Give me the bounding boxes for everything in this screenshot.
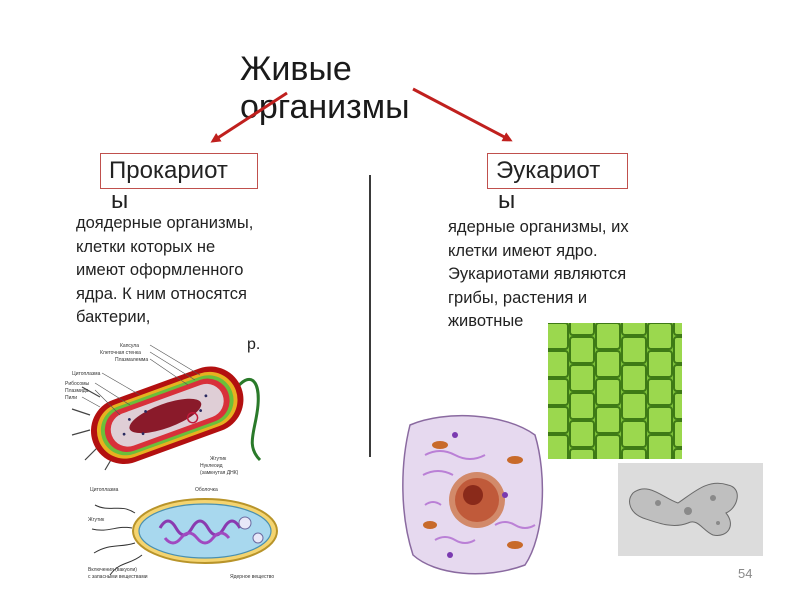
desc-line: клетки которых не <box>76 236 316 260</box>
eukaryotes-label-wrap: ы <box>498 186 515 216</box>
plant-cell <box>596 323 620 349</box>
plant-cell <box>548 435 568 459</box>
plant-cell <box>596 407 620 433</box>
plant-cells-image <box>548 323 682 459</box>
arrow-to-prokaryotes <box>213 93 287 141</box>
plant-cell <box>596 351 620 377</box>
plant-cell <box>622 449 646 459</box>
plant-cell <box>674 337 682 363</box>
plant-cell <box>648 351 672 377</box>
vertical-divider <box>369 175 371 457</box>
eukaryotes-box: Эукариот ы <box>487 153 628 189</box>
desc-line: доядерные организмы, <box>76 212 316 236</box>
plant-cell <box>622 393 646 419</box>
prokaryotes-description: доядерные организмы, клетки которых не и… <box>76 212 316 330</box>
plant-cell <box>674 421 682 447</box>
plant-cell <box>548 323 568 349</box>
label-flagellum: Жгутик <box>210 456 227 462</box>
plant-cell <box>648 435 672 459</box>
desc-line: клетки имеют ядро. <box>448 240 708 264</box>
plant-cell <box>674 393 682 419</box>
plant-cell <box>648 379 672 405</box>
bacterium-cross-section: Цитоплазма Оболочка Жгутик Включения (ва… <box>80 483 300 583</box>
label2-nuclear: Ядерное вещество <box>230 574 274 580</box>
bacterium-diagram: Капсула Клеточная стенка Плазмалемма Цит… <box>60 335 275 485</box>
plant-cell <box>570 365 594 391</box>
plant-cell <box>622 337 646 363</box>
label-cytoplasm: Цитоплазма <box>72 371 101 377</box>
plant-cell <box>622 365 646 391</box>
desc-line: ядра. К ним относятся <box>76 283 316 307</box>
plant-cell <box>570 421 594 447</box>
label-pili: Пили <box>65 395 77 401</box>
amoeba-image <box>618 463 763 556</box>
label-membrane: Плазмалемма <box>115 357 148 363</box>
label-ribosomes: Рибосомы <box>65 381 90 387</box>
plant-cell <box>674 449 682 459</box>
label-cell-wall: Клеточная стенка <box>100 350 141 356</box>
plant-cell <box>674 323 682 335</box>
eukaryotes-description: ядерные организмы, их клетки имеют ядро.… <box>448 216 708 334</box>
label2-shell: Оболочка <box>195 487 218 493</box>
plant-cell <box>548 351 568 377</box>
plant-cell <box>622 323 646 335</box>
plant-cell <box>596 379 620 405</box>
plant-cell <box>674 365 682 391</box>
label2-cytoplasm: Цитоплазма <box>90 487 119 493</box>
plant-cell <box>570 449 594 459</box>
desc-line: бактерии, <box>76 306 316 330</box>
plant-cell <box>570 337 594 363</box>
label-nucleoid-note: (замкнутая ДНК) <box>200 470 239 476</box>
label-plasmid: Плазмида <box>65 388 89 394</box>
prokaryotes-label: Прокариот <box>109 157 228 184</box>
label2-inclusions-note: с запасными веществами <box>88 574 148 580</box>
label-nucleoid: Нуклеоид <box>200 463 223 469</box>
plant-cell <box>570 393 594 419</box>
arrow-to-eukaryotes <box>413 89 510 140</box>
label-capsule: Капсула <box>120 343 139 349</box>
plant-cell <box>570 323 594 335</box>
plant-cell <box>622 421 646 447</box>
plant-cell <box>648 323 672 349</box>
desc-line: грибы, растения и <box>448 287 708 311</box>
eukaryotes-label: Эукариот <box>496 157 600 184</box>
desc-line: имеют оформленного <box>76 259 316 283</box>
plant-cell <box>548 407 568 433</box>
plant-cell <box>596 435 620 459</box>
label2-inclusions: Включения (вакуоли) <box>88 567 137 573</box>
page-number: 54 <box>738 566 752 581</box>
label2-flagellum: Жгутик <box>88 517 105 523</box>
plant-cell <box>548 379 568 405</box>
desc-line: ядерные организмы, их <box>448 216 708 240</box>
prokaryotes-box: Прокариот ы <box>100 153 258 189</box>
plant-cell <box>648 407 672 433</box>
animal-cell-image <box>395 405 550 580</box>
desc-line: Эукариотами являются <box>448 263 708 287</box>
